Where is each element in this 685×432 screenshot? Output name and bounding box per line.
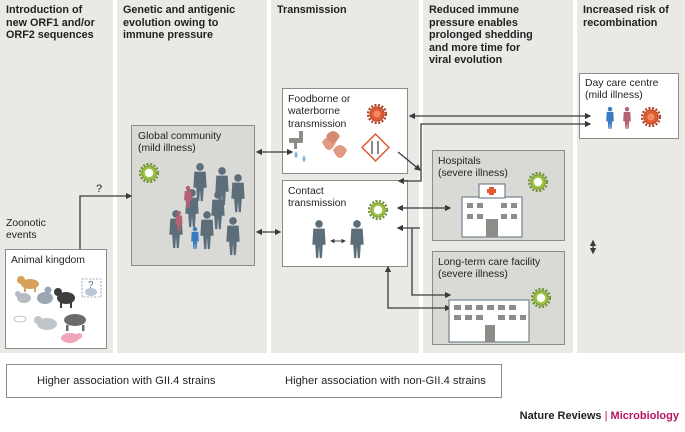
food-hazard-icon	[361, 133, 390, 162]
contact-label: Contact transmission	[288, 186, 347, 210]
contact-box: Contact transmission	[282, 180, 408, 267]
animal-kingdom-label: Animal kingdom	[11, 255, 85, 266]
journal-name: Nature Reviews	[519, 410, 602, 422]
arrow-contact-longterm-2	[384, 265, 452, 312]
column-title-reduced: Reduced immune pressure enables prolonge…	[429, 4, 533, 67]
journal-separator: |	[604, 410, 608, 422]
column-title-evolution: Genetic and antigenic evolution owing to…	[123, 4, 236, 42]
journal-credit: Nature Reviews | Microbiology	[520, 410, 679, 422]
legend: Higher association with GII.4 strains Hi…	[6, 364, 502, 398]
virus-gii4-icon-community	[138, 162, 160, 184]
legend-non-gii4-text: Higher association with non-GII.4 strain…	[285, 375, 486, 387]
column-title-recombination: Increased risk of recombination	[583, 4, 669, 29]
longterm-care-label: Long-term care facility (severe illness)	[438, 257, 541, 281]
arrow-daycare-contact	[397, 120, 592, 185]
global-community-label: Global community (mild illness)	[138, 131, 222, 155]
virus-gii4-icon-contact	[367, 199, 389, 221]
daycare-box: Day care centre (mild illness)	[579, 73, 679, 139]
contact-people	[312, 220, 364, 259]
hospital-building-icon	[461, 183, 523, 238]
shellfish-icon	[322, 131, 347, 158]
virus-non-gii4-icon-foodborne	[366, 103, 388, 125]
virus-gii4-icon-longterm	[530, 287, 552, 309]
zoonotic-question-mark: ?	[96, 183, 102, 195]
column-title-intro: Introduction of new ORF1 and/or ORF2 seq…	[6, 4, 95, 42]
daycare-children	[606, 106, 631, 129]
virus-gii4-icon-hospital	[527, 171, 549, 193]
legend-gii4-text: Higher association with GII.4 strains	[37, 375, 216, 387]
journal-section: Microbiology	[610, 410, 679, 422]
column-title-transmission: Transmission	[277, 4, 347, 16]
arrow-zoonotic-to-community	[79, 192, 133, 249]
tap-icon	[289, 131, 306, 162]
virus-non-gii4-icon-daycare	[640, 106, 662, 128]
daycare-label: Day care centre (mild illness)	[585, 78, 659, 102]
foodborne-label: Foodborne or waterborne transmission	[288, 94, 351, 130]
arrow-contact-longterm	[411, 228, 452, 299]
longterm-care-building-icon	[448, 299, 530, 343]
animal-question-mark: ?	[88, 280, 94, 291]
zoonotic-events-label: Zoonotic events	[6, 218, 46, 242]
column-recombination: Increased risk of recombination	[577, 0, 685, 353]
community-people	[169, 163, 245, 256]
arrow-foodborne-hospital	[397, 151, 422, 171]
animal-icons: ?	[13, 276, 102, 343]
connector-arrows	[79, 112, 597, 312]
